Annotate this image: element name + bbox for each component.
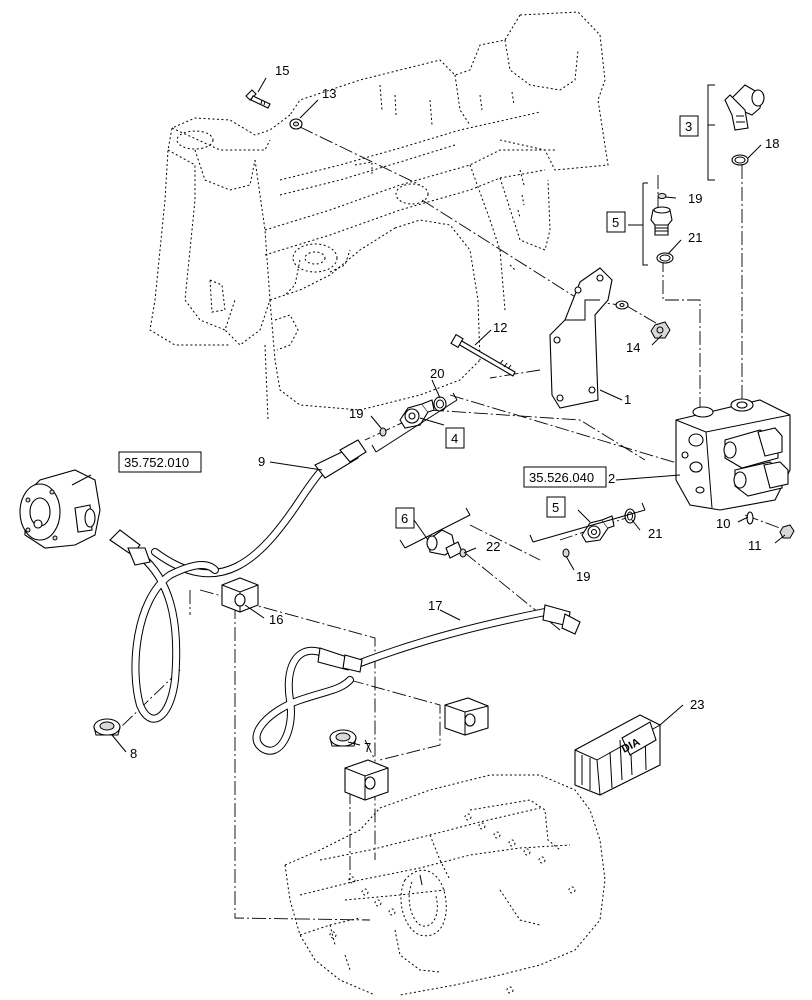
o-ring-part-20[interactable] (433, 396, 447, 412)
washer-part-13[interactable] (289, 118, 303, 130)
callout-19-left[interactable]: 19 (349, 406, 363, 421)
callout-numbers: 15 13 18 19 21 12 14 1 20 19 2 9 21 19 2… (130, 63, 779, 761)
nut-part-11[interactable] (779, 524, 795, 539)
bolt-part-15[interactable] (245, 89, 271, 109)
seal-part-19-left[interactable] (379, 427, 387, 437)
loader-frame (149, 11, 609, 421)
reference-box-pump[interactable]: 35.752.010 (118, 451, 202, 473)
bracket-part-1[interactable] (549, 267, 613, 409)
valve-reference-label: 35.526.040 (529, 470, 594, 485)
callout-21-upper[interactable]: 21 (688, 230, 702, 245)
boxed-callouts: 3 5 4 5 6 35.752.010 35.526.040 (118, 115, 699, 529)
nut-part-14[interactable] (650, 321, 671, 339)
grommet-part-7[interactable] (329, 729, 357, 747)
callout-19-lower[interactable]: 19 (576, 569, 590, 584)
callout-11[interactable]: 11 (748, 538, 762, 553)
tank-frame (284, 774, 606, 996)
valve-block-part-2[interactable] (675, 398, 791, 511)
svg-text:5: 5 (552, 500, 559, 515)
assembly-lines (79, 126, 786, 921)
callout-box-4[interactable]: 4 (445, 427, 465, 449)
leader-lines (71, 77, 786, 753)
callout-10[interactable]: 10 (716, 516, 730, 531)
callout-18[interactable]: 18 (765, 136, 779, 151)
callout-box-3[interactable]: 3 (679, 115, 699, 137)
callout-box-6[interactable]: 6 (395, 507, 415, 529)
long-bolt-part-12[interactable] (450, 333, 516, 377)
grommet-part-8[interactable] (93, 718, 121, 736)
callout-2[interactable]: 2 (608, 471, 615, 486)
callout-8[interactable]: 8 (130, 746, 137, 761)
callout-box-5-lower[interactable]: 5 (546, 496, 566, 518)
hose-part-17[interactable] (252, 604, 581, 755)
callout-12[interactable]: 12 (493, 320, 507, 335)
svg-text:5: 5 (612, 215, 619, 230)
straight-fitting-part-5-lower[interactable] (581, 515, 615, 543)
elbow-fitting-part-3[interactable] (724, 84, 765, 131)
clamp-part-16[interactable] (221, 577, 259, 613)
pump-reference-label: 35.752.010 (124, 455, 189, 470)
tank-clamp-right (444, 697, 489, 736)
straight-fitting-part-5-upper[interactable] (650, 193, 673, 236)
straight-fitting-part-4[interactable] (399, 399, 435, 429)
callout-9[interactable]: 9 (258, 454, 265, 469)
o-ring-part-21-lower[interactable] (624, 508, 636, 524)
hose-part-9[interactable] (109, 439, 367, 723)
hydraulic-pump[interactable] (19, 469, 101, 549)
o-ring-part-18[interactable] (731, 154, 749, 166)
reference-box-valve[interactable]: 35.526.040 (523, 466, 607, 488)
callout-1[interactable]: 1 (624, 392, 631, 407)
elbow-fitting-part-6[interactable] (426, 529, 463, 559)
svg-text:3: 3 (685, 119, 692, 134)
washer-near-bracket[interactable] (615, 300, 629, 310)
callout-13[interactable]: 13 (322, 86, 336, 101)
callout-17[interactable]: 17 (428, 598, 442, 613)
seal-part-22[interactable] (459, 548, 467, 558)
callout-22[interactable]: 22 (486, 539, 500, 554)
tank-clamp-lower (344, 759, 389, 801)
washer-part-10[interactable] (746, 511, 754, 525)
group-braces (371, 84, 715, 549)
tank-bolts (329, 813, 576, 994)
svg-text:6: 6 (401, 511, 408, 526)
callout-7[interactable]: 7 (364, 740, 371, 755)
svg-text:4: 4 (451, 431, 458, 446)
callout-14[interactable]: 14 (626, 340, 640, 355)
callout-21-lower[interactable]: 21 (648, 526, 662, 541)
o-ring-part-21-upper[interactable] (656, 252, 674, 264)
kit-box-part-23[interactable]: DIA (574, 714, 661, 796)
callout-19-upper[interactable]: 19 (688, 191, 702, 206)
callout-20[interactable]: 20 (430, 366, 444, 381)
seal-part-19-lower[interactable] (562, 548, 570, 558)
callout-16[interactable]: 16 (269, 612, 283, 627)
callout-23[interactable]: 23 (690, 697, 704, 712)
callout-box-5-upper[interactable]: 5 (606, 211, 626, 233)
callout-15[interactable]: 15 (275, 63, 289, 78)
